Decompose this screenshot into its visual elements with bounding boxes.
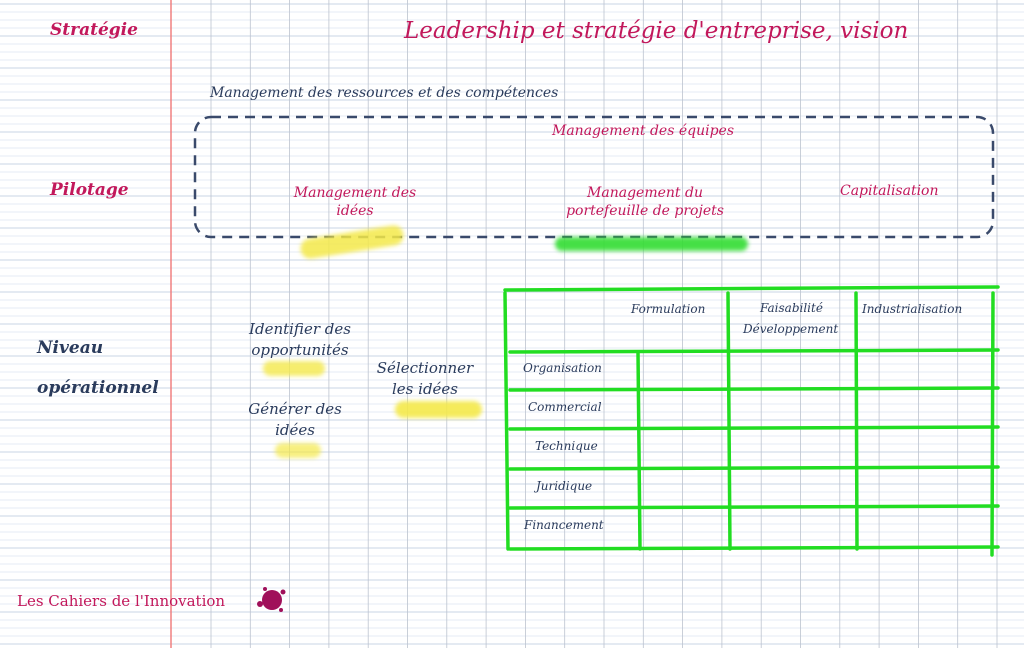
teams-label: Management des équipes — [552, 123, 734, 139]
matrix-line — [854, 291, 859, 551]
select-label: Sélectionner les idées — [365, 358, 485, 400]
footer-brand: Les Cahiers de l'Innovation — [17, 592, 226, 610]
capitalisation-label: Capitalisation — [840, 183, 939, 199]
col-formulation: Formulation — [631, 302, 706, 316]
row-organisation: Organisation — [523, 361, 602, 375]
matrix-line — [990, 291, 995, 557]
row-commercial: Commercial — [528, 400, 602, 414]
matrix-line — [636, 350, 642, 551]
generate-line2: idées — [275, 421, 315, 439]
col-development: Développement — [743, 322, 839, 336]
select-line2: les idées — [392, 380, 458, 398]
select-line1: Sélectionner — [376, 359, 474, 377]
strategy-title: Leadership et stratégie d'entreprise, vi… — [404, 18, 909, 44]
matrix-line — [508, 545, 1000, 551]
ideas-line2: idées — [336, 203, 374, 219]
ideas-management-label: Management des idées — [270, 184, 440, 220]
matrix-grid — [503, 285, 1000, 557]
ideas-line1: Management des — [293, 185, 417, 201]
generate-line1: Générer des — [248, 400, 342, 418]
matrix-line — [503, 285, 1000, 292]
row-juridique: Juridique — [536, 479, 593, 493]
level-strategie: Stratégie — [50, 20, 138, 40]
generate-label: Générer des idées — [240, 399, 350, 441]
resources-label: Management des ressources et des compéte… — [210, 85, 559, 101]
ink-blot-icon — [257, 587, 286, 612]
highlight-portfolio — [555, 237, 748, 251]
col-industrialisation: Industrialisation — [862, 302, 963, 316]
level-operational-line1: Niveau — [37, 338, 104, 358]
matrix-line — [503, 291, 510, 551]
identify-line2: opportunités — [251, 341, 349, 359]
level-operational-line2: opérationnel — [37, 378, 159, 398]
col-feasibility: Faisabilité — [760, 301, 823, 315]
matrix-line — [508, 465, 1000, 471]
matrix-line — [508, 348, 1000, 354]
portfolio-line1: Management du — [587, 185, 703, 201]
highlight-select — [395, 401, 482, 418]
identify-line1: Identifier des — [249, 320, 351, 338]
row-technique: Technique — [535, 439, 598, 453]
portfolio-line2: portefeuille de projets — [566, 203, 724, 219]
highlight-identify — [263, 361, 325, 376]
row-financement: Financement — [524, 518, 604, 532]
portfolio-management-label: Management du portefeuille de projets — [545, 184, 745, 220]
identify-label: Identifier des opportunités — [235, 319, 365, 361]
matrix-line — [508, 504, 1000, 510]
level-pilotage: Pilotage — [50, 180, 129, 200]
highlight-generate — [275, 443, 321, 458]
matrix-line — [726, 291, 732, 551]
matrix-line — [508, 386, 1000, 392]
matrix-line — [508, 425, 1000, 431]
pilotage-dashed-box — [193, 115, 995, 239]
grid-columns — [210, 0, 998, 648]
